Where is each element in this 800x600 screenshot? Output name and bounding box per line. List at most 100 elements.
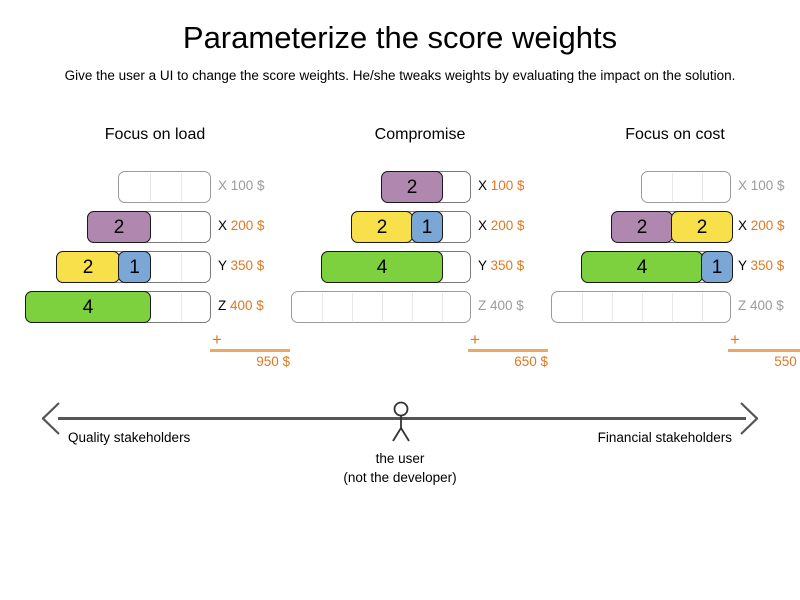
weight-segment-yellow[interactable]: 2: [56, 251, 120, 283]
weight-row: X 100 $: [20, 168, 290, 208]
track-cell-divider: [181, 213, 182, 241]
weight-row: Z 400 $: [290, 288, 550, 328]
weight-slider-track[interactable]: [291, 291, 471, 323]
weight-row: 2 X 100 $: [290, 168, 550, 208]
row-letter: X: [218, 218, 228, 233]
row-letter: Z: [738, 298, 747, 313]
row-price: 350 $: [490, 258, 525, 273]
weight-segment-green[interactable]: 4: [25, 291, 151, 323]
scenario-title: Focus on load: [104, 126, 206, 143]
page-title: Parameterize the score weights: [182, 20, 618, 55]
row-price: 100 $: [490, 178, 525, 193]
track-cell-divider: [181, 173, 182, 201]
user-caption-line1: the user: [375, 451, 425, 466]
total-value: 650 $: [514, 353, 548, 369]
track-cell-divider: [702, 293, 703, 321]
weight-segment-value: 1: [129, 256, 140, 278]
axis-line: [58, 417, 746, 420]
total-value: 550 $: [774, 353, 800, 369]
row-cost-label: Z 400 $: [218, 298, 264, 313]
row-letter: X: [738, 218, 748, 233]
weight-segment-value: 2: [82, 256, 94, 278]
weight-segment-blue[interactable]: 1: [118, 251, 151, 283]
weight-segment-value: 2: [376, 216, 388, 238]
weight-row: Z 400 $: [550, 288, 800, 328]
plus-sign-icon: +: [212, 330, 222, 349]
user-caption-line2: (not the developer): [343, 470, 457, 485]
row-letter: X: [218, 178, 228, 193]
row-cost-label: X 100 $: [218, 178, 265, 193]
weight-slider-track[interactable]: [118, 171, 211, 203]
row-price: 200 $: [750, 218, 785, 233]
row-cost-label: Y 350 $: [478, 258, 524, 273]
row-cost-label: X 100 $: [478, 178, 525, 193]
row-cost-label: Y 350 $: [738, 258, 784, 273]
weight-row: 4 Z 400 $: [20, 288, 290, 328]
row-price: 350 $: [750, 258, 785, 273]
weight-segment-yellow[interactable]: 2: [671, 211, 733, 243]
weight-segment-value: 4: [376, 256, 388, 278]
weight-segment-blue[interactable]: 1: [701, 251, 733, 283]
weight-segment-value: 1: [421, 216, 433, 238]
weight-segment-green[interactable]: 4: [321, 251, 443, 283]
weight-slider-track[interactable]: [641, 171, 731, 203]
row-price: 100 $: [750, 178, 785, 193]
weight-segment-value: 2: [113, 216, 125, 238]
user-caption: the user (not the developer): [0, 449, 800, 487]
row-price: 400 $: [490, 298, 524, 313]
weight-row: X 100 $: [550, 168, 800, 208]
weight-segment-purple[interactable]: 2: [381, 171, 443, 203]
weight-segment-purple[interactable]: 2: [611, 211, 673, 243]
weight-segment-blue[interactable]: 1: [411, 211, 443, 243]
weight-slider-track[interactable]: [551, 291, 731, 323]
track-cell-divider: [702, 173, 703, 201]
arrow-left-icon: [41, 402, 60, 435]
row-letter: Y: [738, 258, 747, 273]
weight-segment-value: 4: [636, 256, 648, 278]
track-cell-divider: [612, 293, 613, 321]
weight-segment-yellow[interactable]: 2: [351, 211, 413, 243]
row-price: 200 $: [490, 218, 525, 233]
weight-segment-value: 4: [82, 296, 94, 318]
track-cell-divider: [181, 293, 182, 321]
weight-slider-track[interactable]: 2: [87, 211, 211, 243]
axis-label-financial: Financial stakeholders: [597, 430, 732, 445]
weight-slider-track[interactable]: 4: [25, 291, 211, 323]
track-cell-divider: [181, 253, 182, 281]
scenario-total: +950 $: [210, 330, 290, 369]
row-price: 100 $: [230, 178, 265, 193]
row-letter: Y: [218, 258, 227, 273]
track-cell-divider: [582, 293, 583, 321]
row-price: 400 $: [750, 298, 784, 313]
row-price: 350 $: [230, 258, 265, 273]
row-cost-label: Y 350 $: [218, 258, 264, 273]
track-cell-divider: [382, 293, 383, 321]
weight-slider-track[interactable]: 2: [381, 171, 471, 203]
plus-sign-icon: +: [730, 330, 740, 349]
scenario-total: +650 $: [468, 330, 548, 369]
weight-row: 4 Y 350 $: [290, 248, 550, 288]
row-cost-label: Z 400 $: [738, 298, 784, 313]
row-cost-label: Z 400 $: [478, 298, 524, 313]
weight-segment-green[interactable]: 4: [581, 251, 703, 283]
weight-segment-purple[interactable]: 2: [87, 211, 151, 243]
row-price: 400 $: [230, 298, 264, 313]
track-cell-divider: [672, 173, 673, 201]
stakeholder-spectrum: Quality stakeholders Financial stakehold…: [0, 398, 800, 508]
weight-slider-track[interactable]: 4: [321, 251, 471, 283]
row-letter: Y: [478, 258, 487, 273]
row-cost-label: X 200 $: [478, 218, 525, 233]
plus-sign-icon: +: [470, 330, 480, 349]
